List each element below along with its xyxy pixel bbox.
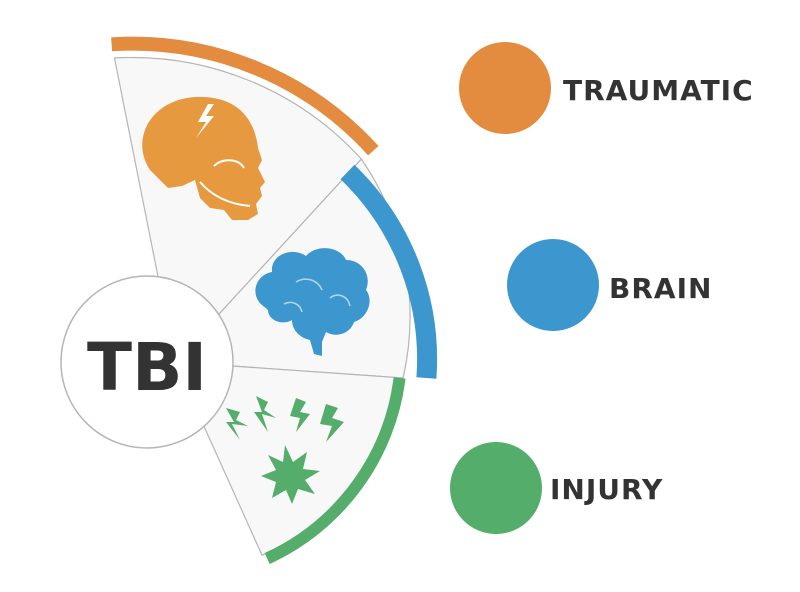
legend-word-injury: INJURY <box>550 473 663 506</box>
impact-burst-icon <box>226 396 344 504</box>
segment-arc-injury <box>264 377 406 564</box>
acronym-text: TBI <box>87 329 207 406</box>
acronym-badge: TBI <box>60 275 234 449</box>
legend-item-traumatic: TRAUMATIC <box>459 42 754 134</box>
legend-word-traumatic: TRAUMATIC <box>563 74 754 107</box>
legend-item-injury: INJURY <box>450 442 663 534</box>
skull-icon <box>142 96 265 220</box>
segment-arc-brain <box>340 164 438 379</box>
legend-dot-traumatic <box>459 42 551 134</box>
brain-icon <box>255 248 370 356</box>
segment-arc-traumatic <box>111 36 379 156</box>
legend-dot-injury <box>450 442 542 534</box>
legend-word-brain: BRAIN <box>609 272 712 305</box>
legend-dot-brain <box>507 239 599 331</box>
legend-item-brain: BRAIN <box>507 239 712 331</box>
